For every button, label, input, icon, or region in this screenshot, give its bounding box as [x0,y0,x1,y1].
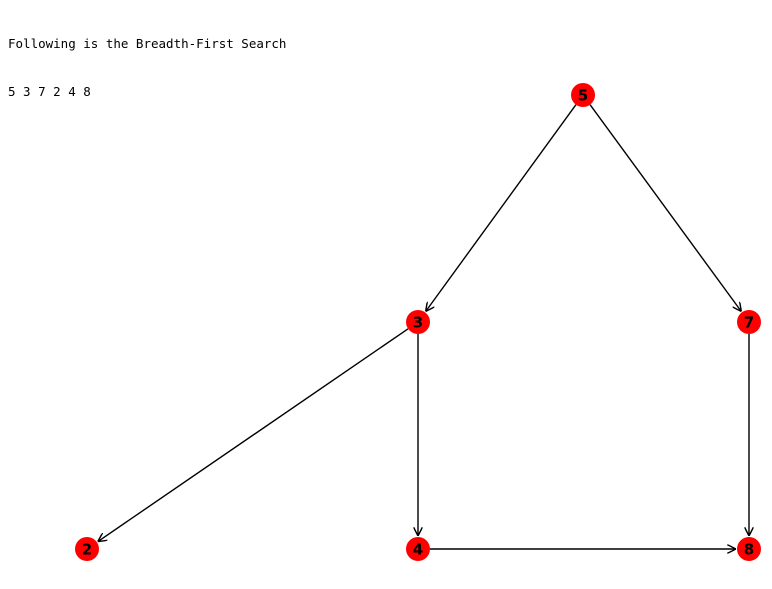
edge-3-to-2 [98,328,409,542]
node-circle-4 [406,537,430,561]
console-output: Following is the Breadth-First Search 5 … [8,4,286,116]
output-heading: Following is the Breadth-First Search [8,36,287,51]
node-5: 5 [571,83,595,107]
node-label-3: 3 [413,314,423,332]
node-circle-7 [737,310,761,334]
traversal-order: 5 3 7 2 4 8 [8,84,91,99]
node-4: 4 [406,537,430,561]
node-circle-3 [406,310,430,334]
node-label-8: 8 [744,541,754,559]
node-label-4: 4 [413,541,423,559]
edge-5-to-7 [589,104,741,312]
node-3: 3 [406,310,430,334]
node-label-2: 2 [82,541,92,559]
node-8: 8 [737,537,761,561]
node-label-5: 5 [578,87,588,105]
node-circle-2 [75,537,99,561]
node-label-7: 7 [744,314,754,332]
nodes: 5 3 7 2 4 8 [75,83,761,561]
edges [98,104,749,549]
node-7: 7 [737,310,761,334]
node-2: 2 [75,537,99,561]
node-circle-8 [737,537,761,561]
node-circle-5 [571,83,595,107]
edge-5-to-3 [426,104,577,312]
